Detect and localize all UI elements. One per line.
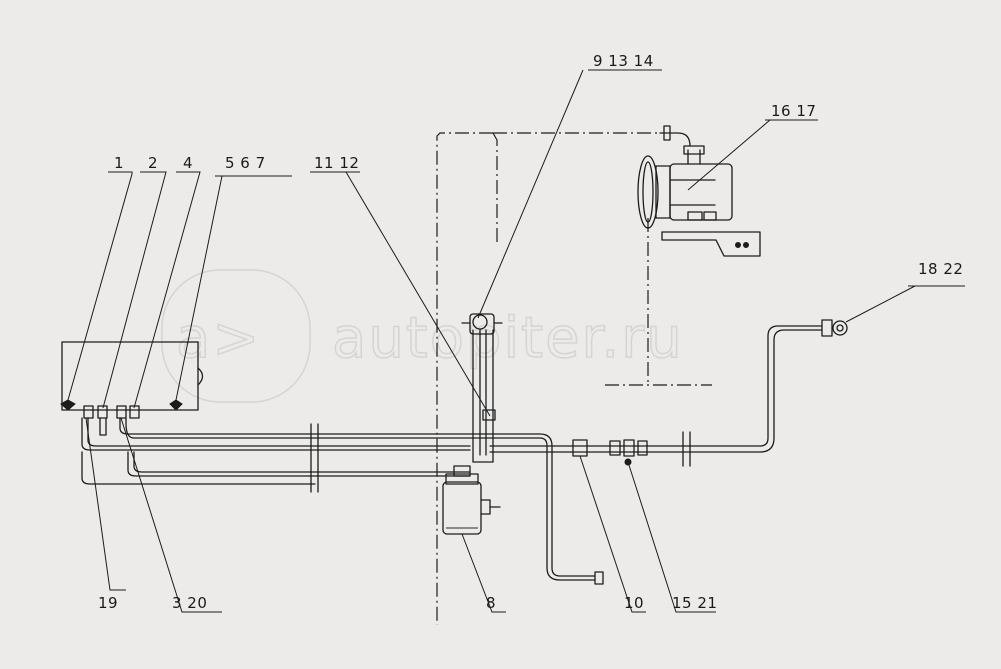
compressor-pulley-inner xyxy=(642,161,654,223)
watermark-logo-glyph: a> xyxy=(176,306,261,371)
leader-1822 xyxy=(845,285,965,323)
pressure-switch-housing xyxy=(469,313,495,335)
bracket-assembly xyxy=(461,313,503,463)
fitting-15b xyxy=(623,439,635,457)
compressor-foot-1 xyxy=(687,211,703,221)
compressor-ports xyxy=(687,149,701,165)
fitting-3 xyxy=(116,405,127,419)
hose-discharge xyxy=(489,325,823,447)
engine-outline-inner xyxy=(492,132,498,245)
callout-10: 10 xyxy=(624,594,644,612)
compressor-port-block xyxy=(683,145,705,155)
bracket-clamp-11 xyxy=(482,409,496,421)
compressor-inlet-fitting xyxy=(663,125,671,141)
callout-320: 3 20 xyxy=(172,594,207,612)
mount-bolt-1 xyxy=(735,242,741,248)
support-bracket xyxy=(472,329,494,463)
fitting-21 xyxy=(637,440,648,456)
leader-1521 xyxy=(627,461,716,613)
fitting-22 xyxy=(832,320,848,336)
leader-10 xyxy=(579,455,646,613)
fitting-19 xyxy=(83,405,94,419)
mount-bolt-2 xyxy=(743,242,749,248)
leader-1617 xyxy=(687,119,818,191)
engine-outline xyxy=(436,132,712,625)
receiver-head xyxy=(453,465,471,477)
callout-leaders xyxy=(67,69,965,613)
evaporator-unit xyxy=(60,341,204,436)
fitting-22-inner xyxy=(836,324,844,332)
support-bracket-inner xyxy=(479,329,487,456)
callout-1112: 11 12 xyxy=(314,154,359,172)
hose-liquid xyxy=(127,451,471,477)
leader-1 xyxy=(67,171,133,401)
callout-4: 4 xyxy=(183,154,193,172)
watermark: a> autopiter.ru xyxy=(161,269,684,403)
bulkhead-clamp-left xyxy=(310,423,319,493)
compressor-mount-bracket xyxy=(661,231,761,257)
callout-1: 1 xyxy=(114,154,124,172)
compressor-inlet-pipe xyxy=(659,132,691,147)
callout-567: 5 6 7 xyxy=(225,154,266,172)
receiver-bracket xyxy=(480,499,491,515)
compressor-pulley-outer xyxy=(637,155,659,229)
leader-2 xyxy=(102,171,167,409)
callout-1617: 16 17 xyxy=(771,102,816,120)
expansion-valve xyxy=(99,417,107,436)
callout-19: 19 xyxy=(98,594,118,612)
compressor-foot-2 xyxy=(703,211,717,221)
evaporator-drain-right xyxy=(169,399,183,411)
engine-outline-left xyxy=(436,132,493,625)
leader-1112 xyxy=(310,171,491,417)
callout-2: 2 xyxy=(148,154,158,172)
hose-discharge-b xyxy=(489,329,823,453)
hose-suction xyxy=(119,417,596,577)
bulkhead-clamp-right xyxy=(682,431,691,467)
compressor-ribs xyxy=(669,179,716,206)
leader-4 xyxy=(133,171,201,409)
receiver-body xyxy=(442,481,482,535)
leader-91314 xyxy=(477,69,662,319)
receiver-drier xyxy=(442,465,501,535)
leader-8 xyxy=(461,533,506,613)
hose-lower-main-b xyxy=(87,417,471,447)
watermark-logo-frame xyxy=(161,269,311,403)
leader-19 xyxy=(85,417,126,591)
fitting-18 xyxy=(821,319,833,337)
callout-labels: 1 2 4 5 6 7 11 12 9 13 14 16 17 18 22 19… xyxy=(98,52,963,612)
callout-91314: 9 13 14 xyxy=(593,52,654,70)
leader-320 xyxy=(120,417,222,613)
callout-8: 8 xyxy=(486,594,496,612)
suction-end-fitting xyxy=(594,571,604,585)
hose-liquid-b xyxy=(133,451,471,473)
pressure-switch-body xyxy=(472,314,488,330)
fitting-15a xyxy=(609,440,621,456)
hose-outer-loop xyxy=(81,451,316,485)
evaporator-drain-left xyxy=(60,399,76,411)
callout-1822: 18 22 xyxy=(918,260,963,278)
callout-1521: 15 21 xyxy=(672,594,717,612)
component-10 xyxy=(572,439,588,457)
evaporator-side-bump xyxy=(197,367,204,386)
receiver-cap xyxy=(445,473,479,485)
compressor xyxy=(637,125,761,257)
watermark-text: autopiter.ru xyxy=(332,306,684,371)
hose-suction-b xyxy=(125,417,596,581)
leader-567 xyxy=(175,175,292,401)
fitting-2 xyxy=(97,405,108,419)
